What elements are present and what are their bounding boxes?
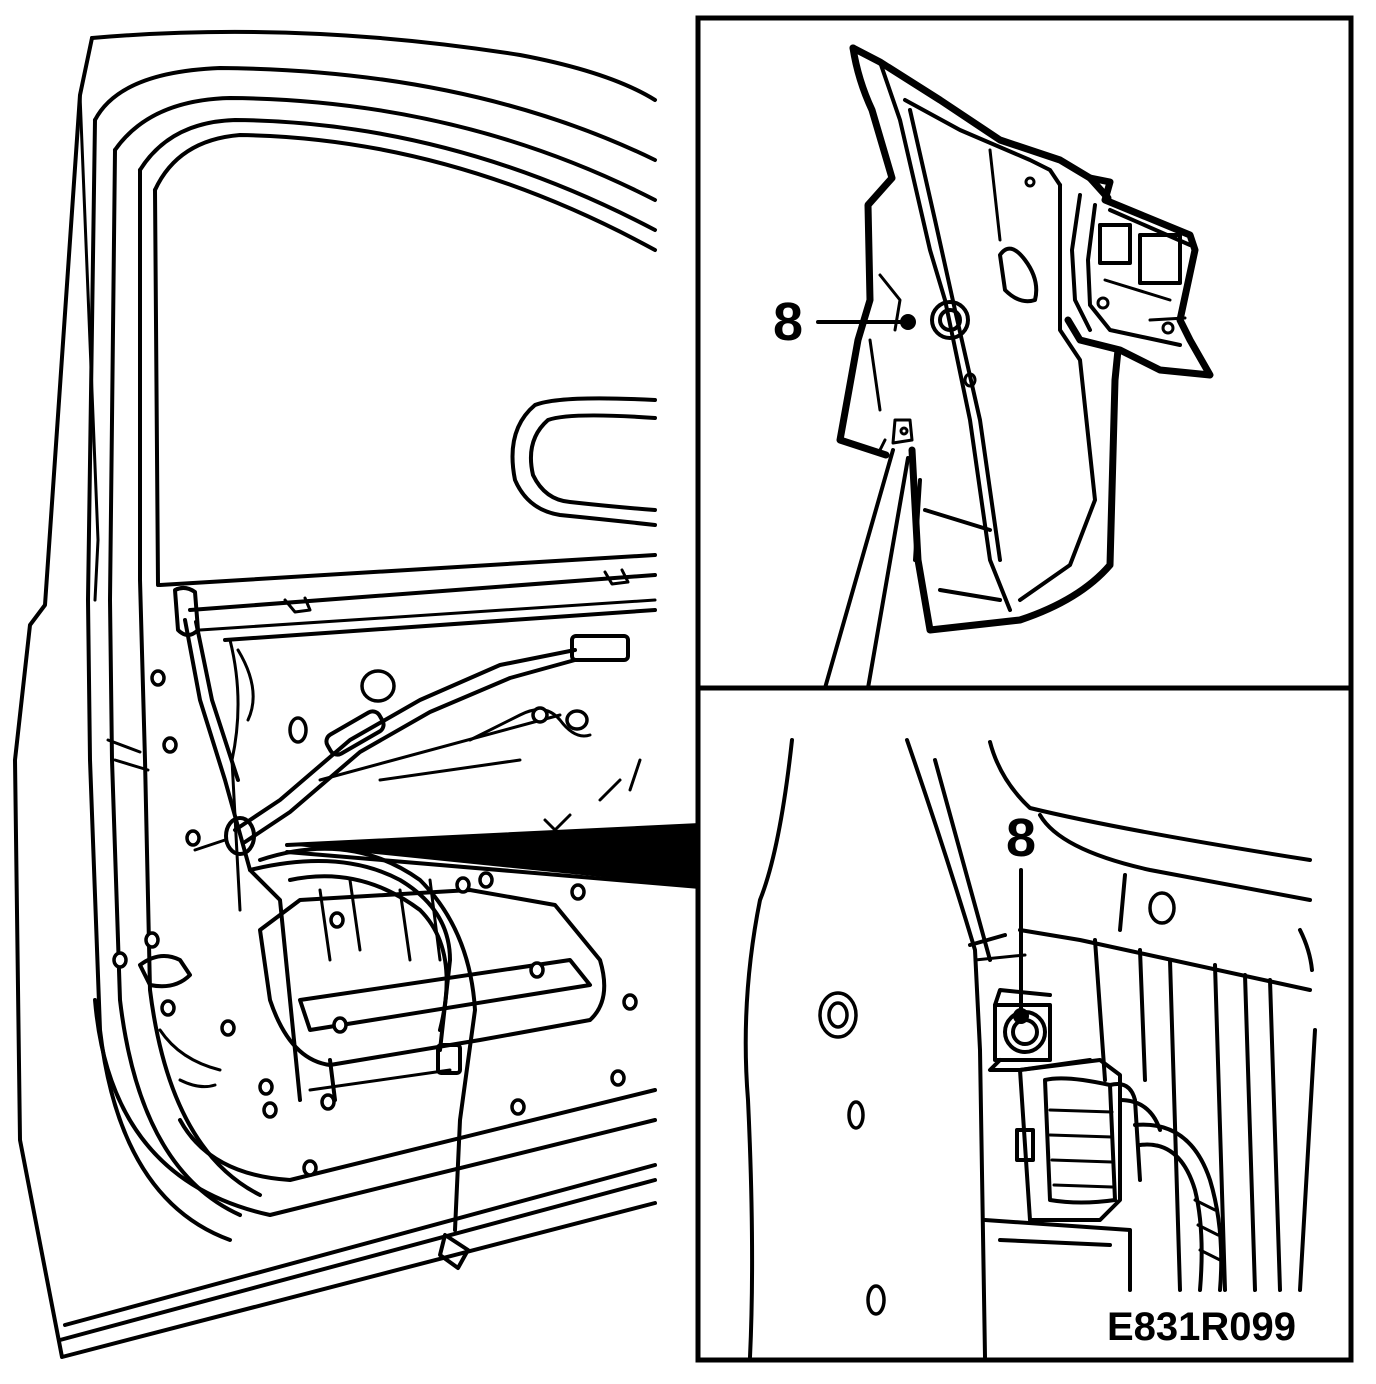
top-detail-frame (695, 15, 1354, 691)
door-overview (13, 29, 657, 1359)
callout-8-bottom: 8 (1006, 808, 1036, 868)
detail-link-lines (823, 448, 895, 690)
bottom-detail-frame (695, 685, 1354, 1363)
figure-code: E831R099 (1107, 1305, 1296, 1349)
callout-8-top: 8 (773, 292, 803, 352)
